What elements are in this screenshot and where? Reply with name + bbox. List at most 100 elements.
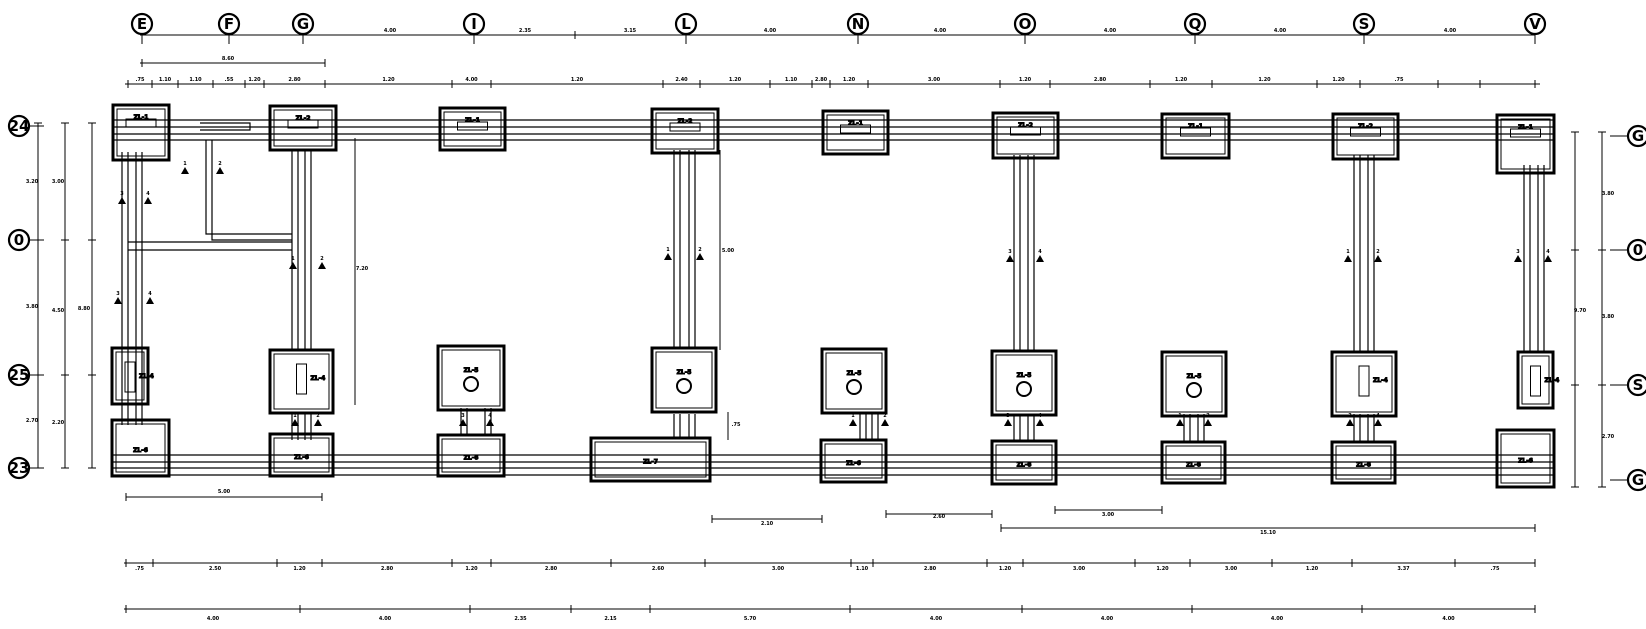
top-outer-dimension: 4.00	[384, 28, 397, 34]
section-mark-label: 3	[1348, 413, 1352, 419]
section-mark-label: 4	[1038, 249, 1042, 255]
grid-axis-label: E	[137, 15, 147, 33]
bottom-footing: ZL-6	[1160, 440, 1227, 485]
top-inner-dimension: .55	[225, 77, 234, 83]
section-mark-label: 2	[883, 413, 887, 419]
section-mark-label: 1	[1346, 249, 1350, 255]
section-mark-label: 3	[1008, 249, 1012, 255]
top-footing: ZL-2	[268, 104, 338, 152]
section-mark: 4	[1036, 413, 1044, 426]
top-inner-dimension: 1.20	[843, 77, 856, 83]
grid-axis-label: G	[1632, 471, 1644, 489]
bottom-chain-dimension: 2.60	[652, 566, 665, 572]
grid-axis-label: S	[1633, 376, 1644, 394]
left-outer-dimension: 3.80	[26, 304, 39, 310]
interior-dimension: 5.00	[722, 248, 735, 254]
top-inner-dimension: 2.80	[815, 77, 828, 83]
footing-label: ZL-5	[1017, 372, 1032, 379]
bottom-chain-dimension: 2.35	[514, 616, 527, 622]
grid-axis-label: 0	[1633, 241, 1643, 259]
grid-axis-i: I	[462, 12, 486, 36]
top-inner-dimension: .75	[1395, 77, 1404, 83]
bottom-footing: ZL-6	[436, 433, 506, 478]
bottom-chain-dimension: 4.00	[207, 616, 220, 622]
bottom-chain-dimension: 4.00	[1442, 616, 1455, 622]
section-mark-label: 1	[293, 413, 297, 419]
top-footing: ZL-1	[1495, 113, 1556, 175]
bottom-chain-dimension: 1.20	[999, 566, 1012, 572]
section-mark-label: 2	[218, 161, 222, 167]
bottom-chain-dimension: 1.20	[1306, 566, 1319, 572]
top-footing: ZL-1	[111, 103, 171, 162]
bottom-footing: ZL-6	[819, 438, 888, 484]
footing-label: ZL-4	[311, 375, 326, 382]
bottom-chain-dimension: 2.80	[545, 566, 558, 572]
top-inner-dimension: 1.20	[571, 77, 584, 83]
top-footing: ZL-1	[821, 109, 890, 156]
footing-label: ZL-6	[133, 447, 148, 454]
bottom-chain-dimension: 2.15	[604, 616, 617, 622]
top-inner-dimension: 1.20	[1175, 77, 1188, 83]
top-outer-dimension: 3.15	[624, 28, 637, 34]
bottom-chain-dimension: .75	[1491, 566, 1500, 572]
footing-label: ZL-2	[296, 115, 311, 122]
section-mark: 3	[459, 413, 467, 426]
grid-axis-o: O	[1013, 12, 1037, 36]
grid-axis-e: E	[130, 12, 154, 36]
left-total-dimension: 8.80	[78, 306, 91, 312]
footing-label: ZL-4	[1545, 377, 1560, 384]
section-mark: 2	[314, 413, 322, 426]
footing-label: ZL-6	[464, 455, 479, 462]
footing-label: ZL-5	[464, 367, 479, 374]
section-mark-label: 1	[851, 413, 855, 419]
section-mark: 1	[1176, 413, 1184, 426]
bottom-chain-dimension: 4.00	[1271, 616, 1284, 622]
grid-axis-right-3: S	[1626, 373, 1646, 397]
bottom-chain-dimension: 2.50	[209, 566, 222, 572]
bottom-small-dimension: 2.10	[761, 521, 774, 527]
grid-axis-label: G	[297, 15, 309, 33]
footing-label: ZL-6	[1356, 462, 1371, 469]
grid-axis-left-4: 23	[7, 456, 31, 480]
grid-axis-label: L	[681, 15, 691, 33]
section-mark: 1	[664, 247, 672, 260]
top-outer-dimension: 4.00	[934, 28, 947, 34]
section-mark: 4	[144, 191, 152, 204]
top-inner-dimension: 1.20	[1332, 77, 1345, 83]
section-mark: 1	[291, 413, 299, 426]
bottom-footing: ZL-6	[1495, 428, 1556, 489]
section-mark: 4	[1036, 249, 1044, 262]
bottom-chain-dimension: 2.80	[381, 566, 394, 572]
top-inner-dimension: 1.20	[248, 77, 261, 83]
grid-axis-label: S	[1359, 15, 1370, 33]
footing-label: ZL-2	[1358, 123, 1373, 130]
bottom-chain-dimension: 5.70	[744, 616, 757, 622]
bottom-footing: ZL-6	[1330, 440, 1397, 485]
top-outer-dimension: 2.35	[519, 28, 532, 34]
bottom-chain-dimension: 4.00	[379, 616, 392, 622]
bottom-chain-dimension: 1.20	[1156, 566, 1169, 572]
left-inner-dimension: 4.50	[52, 308, 65, 314]
section-mark: 3	[1346, 413, 1354, 426]
bottom-chain-dimension: 2.80	[924, 566, 937, 572]
footing-label: ZL-2	[1018, 122, 1033, 129]
top-outer-dimension: 4.00	[1444, 28, 1457, 34]
bottom-chain-dimension: 1.10	[856, 566, 869, 572]
section-mark-label: 2	[316, 413, 320, 419]
section-mark-label: 4	[1376, 413, 1380, 419]
middle-footing: ZL-5	[650, 346, 718, 414]
top-inner-dimension: 1.20	[729, 77, 742, 83]
other-dimension-lines	[37, 123, 1603, 610]
footing-label: ZL-1	[1188, 123, 1203, 130]
top-footing: ZL-1	[438, 106, 507, 152]
section-mark-label: 1	[183, 161, 187, 167]
top-inner-dimension: 1.10	[785, 77, 798, 83]
middle-footing: ZL-5	[990, 349, 1058, 417]
grid-axis-right-4: G	[1626, 468, 1646, 492]
footing-label: ZL-5	[847, 370, 862, 377]
top-inner-dimension: 1.20	[382, 77, 395, 83]
section-mark-label: 4	[148, 291, 152, 297]
